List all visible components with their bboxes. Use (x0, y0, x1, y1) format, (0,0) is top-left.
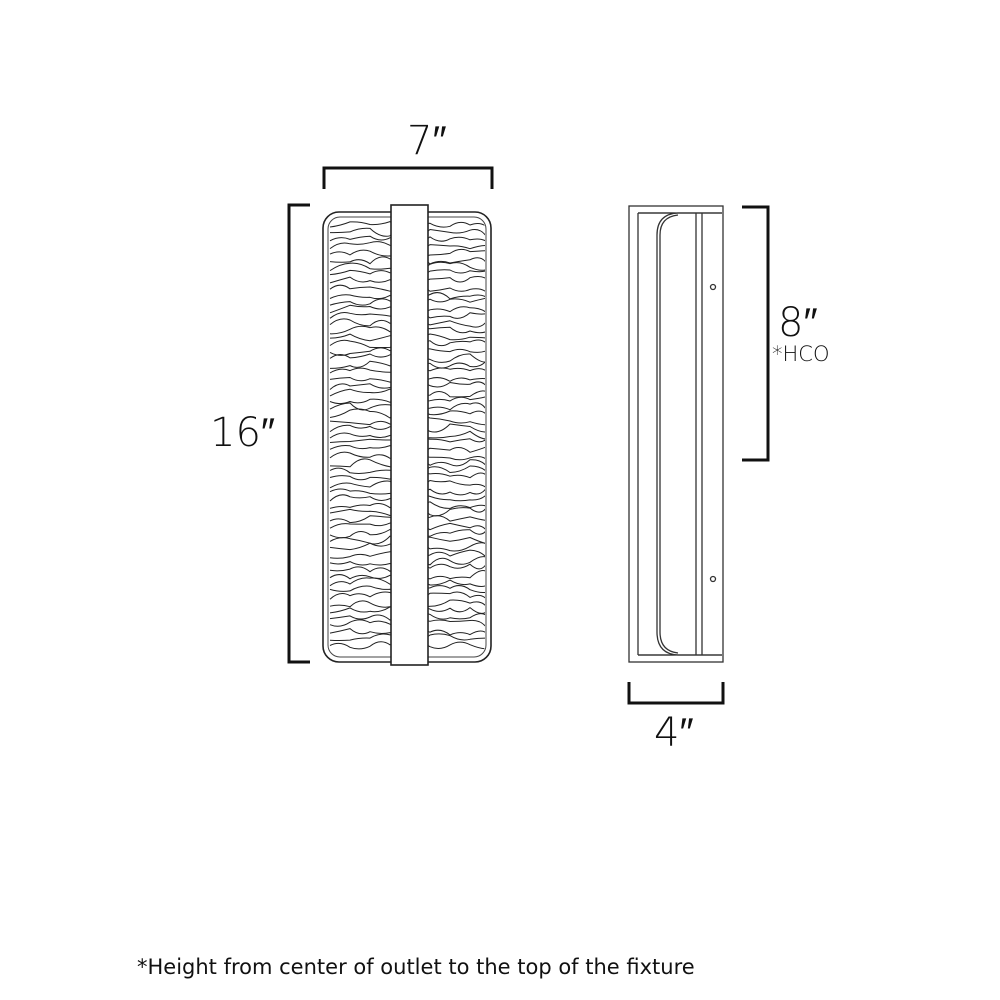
mounting-hole-icon (709, 283, 717, 291)
height-label: 16″ (210, 410, 276, 456)
front-view (322, 204, 492, 666)
width-bracket (322, 166, 494, 189)
footnote: *Height from center of outlet to the top… (137, 955, 695, 979)
depth-bracket (627, 682, 725, 705)
depth-label: 4″ (654, 710, 694, 756)
hco-note-label: *HCO (772, 342, 830, 366)
width-label: 7″ (407, 118, 447, 164)
center-bar (390, 204, 429, 666)
height-bracket (287, 203, 310, 664)
hco-bracket (742, 205, 770, 462)
mounting-hole-icon (709, 575, 717, 583)
hco-label: 8″ (778, 300, 818, 346)
side-view (628, 205, 724, 663)
